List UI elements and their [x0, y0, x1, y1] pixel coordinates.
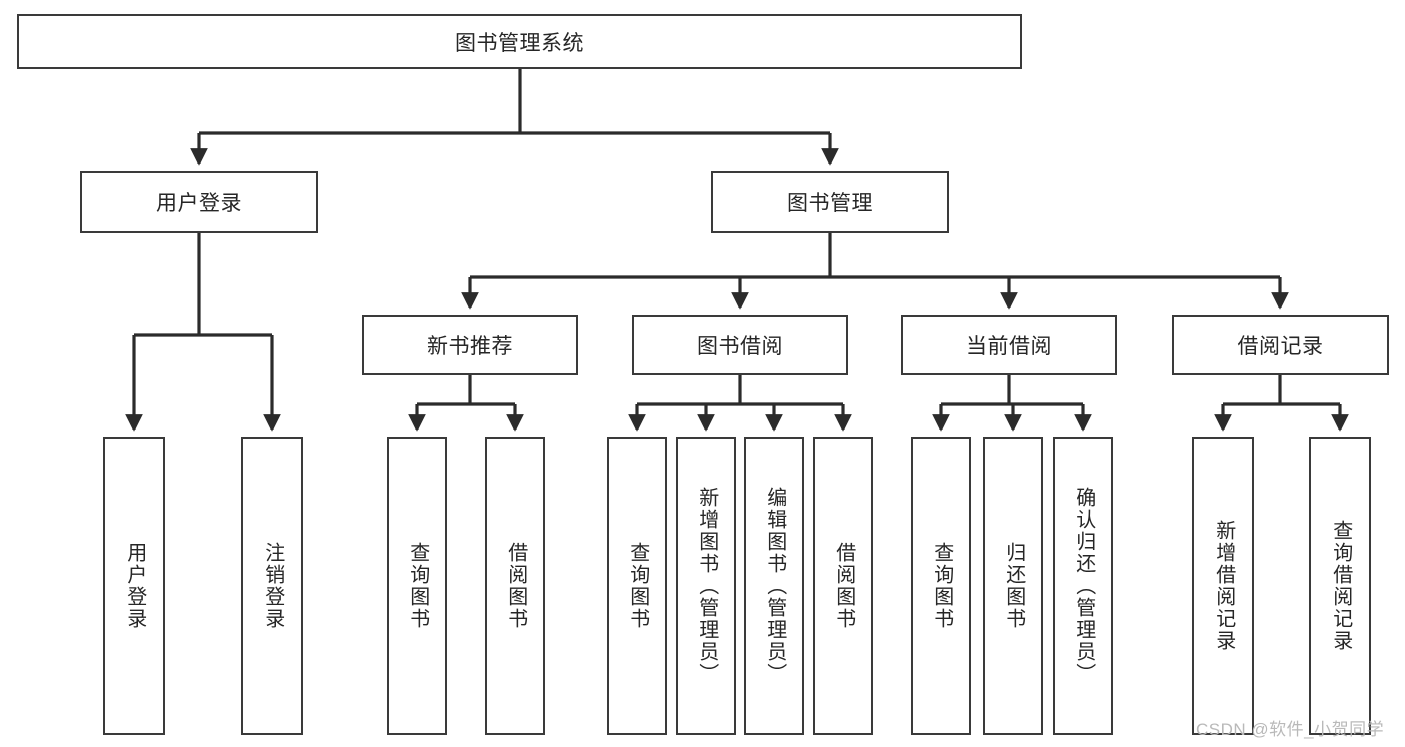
node-leaf-borrow-book-1-label: 借阅图书 — [504, 542, 527, 630]
node-leaf-add-record-label: 新增借阅记录 — [1212, 520, 1235, 652]
node-new-book-recommend-label: 新书推荐 — [427, 335, 513, 358]
node-leaf-edit-book[interactable]: 编辑图书（管理员） — [744, 437, 804, 735]
node-leaf-return-book[interactable]: 归还图书 — [983, 437, 1043, 735]
node-leaf-user-logout-label: 注销登录 — [261, 542, 284, 630]
node-user-login-label: 用户登录 — [156, 192, 242, 215]
node-leaf-borrow-book-2-label: 借阅图书 — [832, 542, 855, 630]
node-leaf-query-record[interactable]: 查询借阅记录 — [1309, 437, 1371, 735]
node-leaf-add-book[interactable]: 新增图书（管理员） — [676, 437, 736, 735]
node-leaf-borrow-book-1[interactable]: 借阅图书 — [485, 437, 545, 735]
node-leaf-return-book-label: 归还图书 — [1002, 542, 1025, 630]
node-leaf-add-book-label: 新增图书（管理员） — [695, 487, 718, 685]
node-root-label: 图书管理系统 — [455, 31, 584, 55]
node-new-book-recommend[interactable]: 新书推荐 — [362, 315, 578, 375]
node-book-borrow-label: 图书借阅 — [697, 335, 783, 358]
node-leaf-query-book-3-label: 查询图书 — [930, 542, 953, 630]
node-borrow-record[interactable]: 借阅记录 — [1172, 315, 1389, 375]
node-user-login[interactable]: 用户登录 — [80, 171, 318, 233]
node-root[interactable]: 图书管理系统 — [17, 14, 1022, 69]
node-leaf-query-book-1[interactable]: 查询图书 — [387, 437, 447, 735]
node-current-borrow[interactable]: 当前借阅 — [901, 315, 1117, 375]
node-current-borrow-label: 当前借阅 — [966, 335, 1052, 358]
node-borrow-record-label: 借阅记录 — [1237, 335, 1324, 358]
node-book-borrow[interactable]: 图书借阅 — [632, 315, 848, 375]
node-leaf-query-book-2[interactable]: 查询图书 — [607, 437, 667, 735]
node-leaf-query-record-label: 查询借阅记录 — [1329, 520, 1352, 652]
watermark-text: CSDN @软件_小贺同学 — [1196, 720, 1385, 739]
node-leaf-confirm-return-label: 确认归还（管理员） — [1072, 487, 1095, 685]
node-leaf-query-book-2-label: 查询图书 — [626, 542, 649, 630]
node-leaf-borrow-book-2[interactable]: 借阅图书 — [813, 437, 873, 735]
node-leaf-query-book-3[interactable]: 查询图书 — [911, 437, 971, 735]
node-leaf-user-login-label: 用户登录 — [123, 542, 146, 630]
node-leaf-query-book-1-label: 查询图书 — [406, 542, 429, 630]
node-leaf-edit-book-label: 编辑图书（管理员） — [763, 487, 786, 685]
node-leaf-user-login[interactable]: 用户登录 — [103, 437, 165, 735]
node-leaf-confirm-return[interactable]: 确认归还（管理员） — [1053, 437, 1113, 735]
node-book-management[interactable]: 图书管理 — [711, 171, 949, 233]
node-leaf-add-record[interactable]: 新增借阅记录 — [1192, 437, 1254, 735]
node-book-management-label: 图书管理 — [787, 192, 873, 215]
node-leaf-user-logout[interactable]: 注销登录 — [241, 437, 303, 735]
